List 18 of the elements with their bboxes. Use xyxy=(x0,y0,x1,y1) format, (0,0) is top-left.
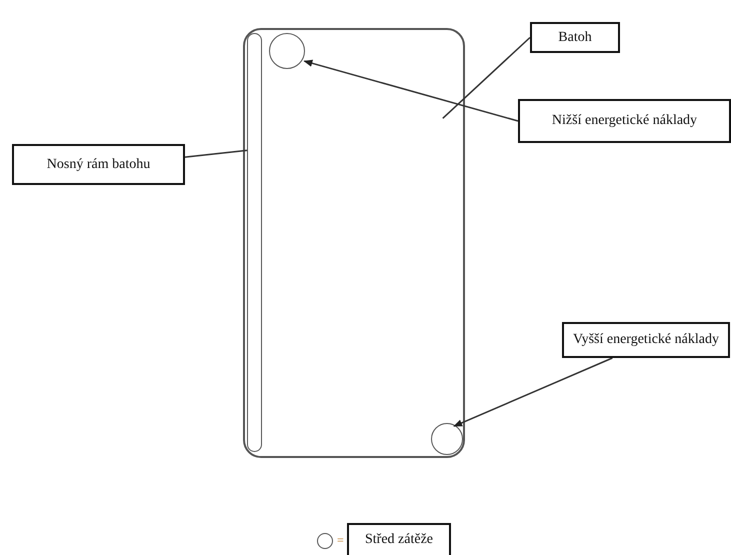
label-text: Nosný rám batohu xyxy=(46,156,150,172)
label-box xyxy=(12,144,185,185)
arrow xyxy=(453,357,613,427)
legend-text: Střed zátěže xyxy=(365,532,434,548)
label-text: Nižší energetické náklady xyxy=(552,113,698,129)
backpack-outline xyxy=(243,28,465,458)
load-center-circle xyxy=(269,33,305,69)
label-box xyxy=(530,22,620,53)
label-text: Vyšší energetické náklady xyxy=(573,332,719,348)
load-center-circle xyxy=(431,423,463,455)
equals-sign: = xyxy=(337,533,344,548)
frame-bar xyxy=(247,33,262,452)
leader-line xyxy=(442,36,530,119)
leader-line xyxy=(184,150,248,158)
label-box xyxy=(518,99,731,143)
arrow xyxy=(303,60,518,122)
label-box xyxy=(562,322,730,358)
label-text: Batoh xyxy=(558,30,592,46)
